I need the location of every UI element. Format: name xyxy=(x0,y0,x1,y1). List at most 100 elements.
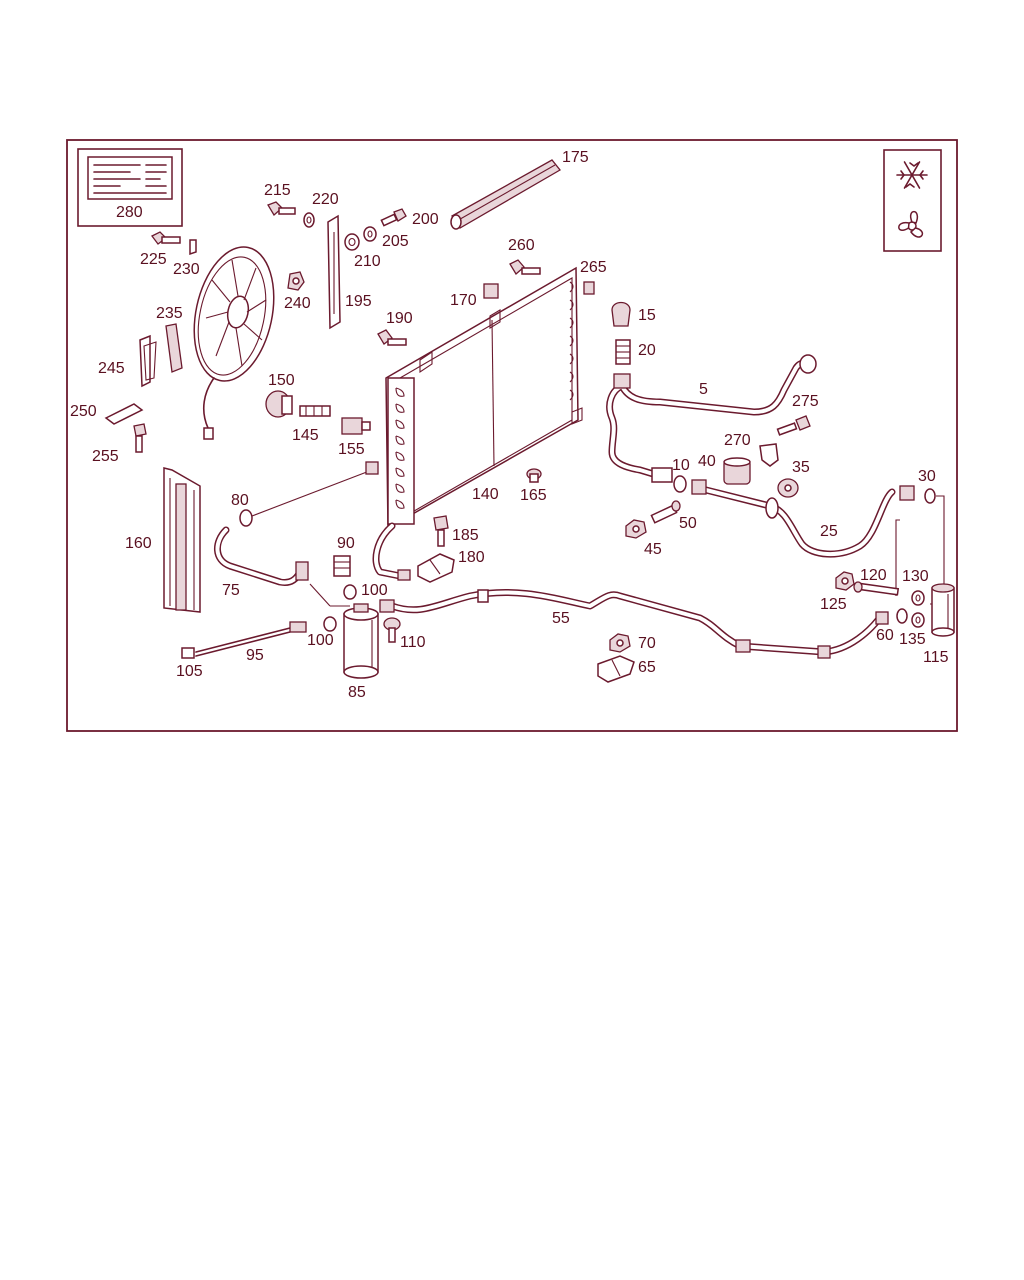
label-275: 275 xyxy=(792,393,819,410)
label-165: 165 xyxy=(520,487,547,504)
part-160-air-guide[interactable] xyxy=(163,467,201,613)
part-55-pipe[interactable] xyxy=(379,589,889,659)
part-105-connector[interactable] xyxy=(181,647,195,659)
part-155-fitting[interactable] xyxy=(341,417,371,435)
part-65-clamp[interactable] xyxy=(597,655,635,683)
label-115: 115 xyxy=(923,649,949,666)
part-5-pipe[interactable] xyxy=(606,354,817,483)
part-190-bolt[interactable] xyxy=(377,329,407,346)
part-280-label-plate[interactable] xyxy=(77,148,183,227)
label-130: 130 xyxy=(902,568,929,585)
part-250-plate[interactable] xyxy=(104,403,144,425)
label-195: 195 xyxy=(345,293,372,310)
part-50-valve[interactable] xyxy=(650,500,681,524)
part-205-washer[interactable] xyxy=(363,226,377,242)
label-10: 10 xyxy=(672,457,690,474)
label-265: 265 xyxy=(580,259,607,276)
part-60-o-ring[interactable] xyxy=(896,608,908,624)
part-20-valve-core[interactable] xyxy=(615,339,631,365)
part-25-pipe[interactable] xyxy=(691,479,915,558)
label-95: 95 xyxy=(246,647,264,664)
part-115-drier[interactable] xyxy=(931,583,955,637)
label-205: 205 xyxy=(382,233,409,250)
label-235: 235 xyxy=(156,305,183,322)
label-110: 110 xyxy=(400,634,426,651)
label-30: 30 xyxy=(918,468,936,485)
part-200-bolt[interactable] xyxy=(380,208,407,227)
leader-line-85 xyxy=(309,583,331,607)
part-35-nut[interactable] xyxy=(777,478,799,498)
part-100-o-ring-a[interactable] xyxy=(343,584,357,600)
fan-icon xyxy=(898,210,924,238)
snowflake-icon xyxy=(896,161,928,189)
part-235-shroud-clip[interactable] xyxy=(165,323,183,373)
part-90-pressure-switch[interactable] xyxy=(333,555,351,577)
label-75: 75 xyxy=(222,582,240,599)
part-95-cable[interactable] xyxy=(195,621,307,657)
label-25: 25 xyxy=(820,523,838,540)
part-175-seal-strip[interactable] xyxy=(450,159,561,230)
part-100-o-ring-b[interactable] xyxy=(323,616,337,632)
part-150-cap[interactable] xyxy=(265,390,293,418)
part-85-receiver-drier[interactable] xyxy=(343,603,379,679)
label-280: 280 xyxy=(116,204,143,221)
part-condenser-pipe[interactable] xyxy=(372,522,411,581)
part-265-clip[interactable] xyxy=(583,281,595,295)
label-55: 55 xyxy=(552,610,570,627)
part-245-bracket[interactable] xyxy=(139,334,157,388)
part-260-bolt[interactable] xyxy=(509,259,541,276)
part-275-screw[interactable] xyxy=(776,415,811,436)
part-225-bolt[interactable] xyxy=(151,231,181,245)
part-125-nut[interactable] xyxy=(835,571,855,591)
part-210-bushing[interactable] xyxy=(344,233,360,251)
part-240-nut[interactable] xyxy=(287,271,305,291)
part-170-clip[interactable] xyxy=(483,283,499,299)
part-255-screw[interactable] xyxy=(133,423,147,453)
label-270: 270 xyxy=(724,432,751,449)
part-135-washer[interactable] xyxy=(911,612,925,628)
part-fan-assembly[interactable] xyxy=(183,240,286,440)
leader-line-80 xyxy=(251,469,373,517)
label-5: 5 xyxy=(699,381,708,398)
label-245: 245 xyxy=(98,360,125,377)
label-45: 45 xyxy=(644,541,662,558)
part-120-bolt[interactable] xyxy=(853,581,900,596)
label-40: 40 xyxy=(698,453,716,470)
label-180: 180 xyxy=(458,549,485,566)
label-175: 175 xyxy=(562,149,589,166)
label-70: 70 xyxy=(638,635,656,652)
label-60: 60 xyxy=(876,627,894,644)
label-135: 135 xyxy=(899,631,926,648)
part-165-grommet[interactable] xyxy=(526,468,542,483)
part-130-washer[interactable] xyxy=(911,590,925,606)
part-140-condenser[interactable] xyxy=(385,266,583,530)
part-195-bracket[interactable] xyxy=(327,214,341,330)
part-labels: 280 175 215 220 200 225 230 205 210 240 … xyxy=(70,149,949,701)
label-50: 50 xyxy=(679,515,697,532)
part-230-clip[interactable] xyxy=(189,239,197,256)
part-180-bracket[interactable] xyxy=(417,553,455,583)
label-185: 185 xyxy=(452,527,479,544)
part-145-valve[interactable] xyxy=(299,405,331,417)
part-270-clip[interactable] xyxy=(759,443,779,467)
label-125: 125 xyxy=(820,596,847,613)
part-110-screw[interactable] xyxy=(383,617,401,643)
part-15-cap[interactable] xyxy=(611,301,631,327)
part-10-o-ring[interactable] xyxy=(673,475,687,493)
label-120: 120 xyxy=(860,567,887,584)
part-45-nut[interactable] xyxy=(625,519,647,539)
part-75-pipe[interactable] xyxy=(214,526,309,586)
part-40-bushing[interactable] xyxy=(723,457,751,485)
part-30-o-ring[interactable] xyxy=(924,488,936,504)
label-170: 170 xyxy=(450,292,477,309)
part-80-o-ring[interactable] xyxy=(239,509,253,527)
diagram-frame xyxy=(66,139,958,732)
part-185-bolt[interactable] xyxy=(433,515,449,547)
part-215-bolt[interactable] xyxy=(267,201,296,217)
label-80: 80 xyxy=(231,492,249,509)
label-65: 65 xyxy=(638,659,656,676)
part-220-washer[interactable] xyxy=(303,212,315,228)
part-70-nut[interactable] xyxy=(609,633,631,653)
label-230: 230 xyxy=(173,261,200,278)
